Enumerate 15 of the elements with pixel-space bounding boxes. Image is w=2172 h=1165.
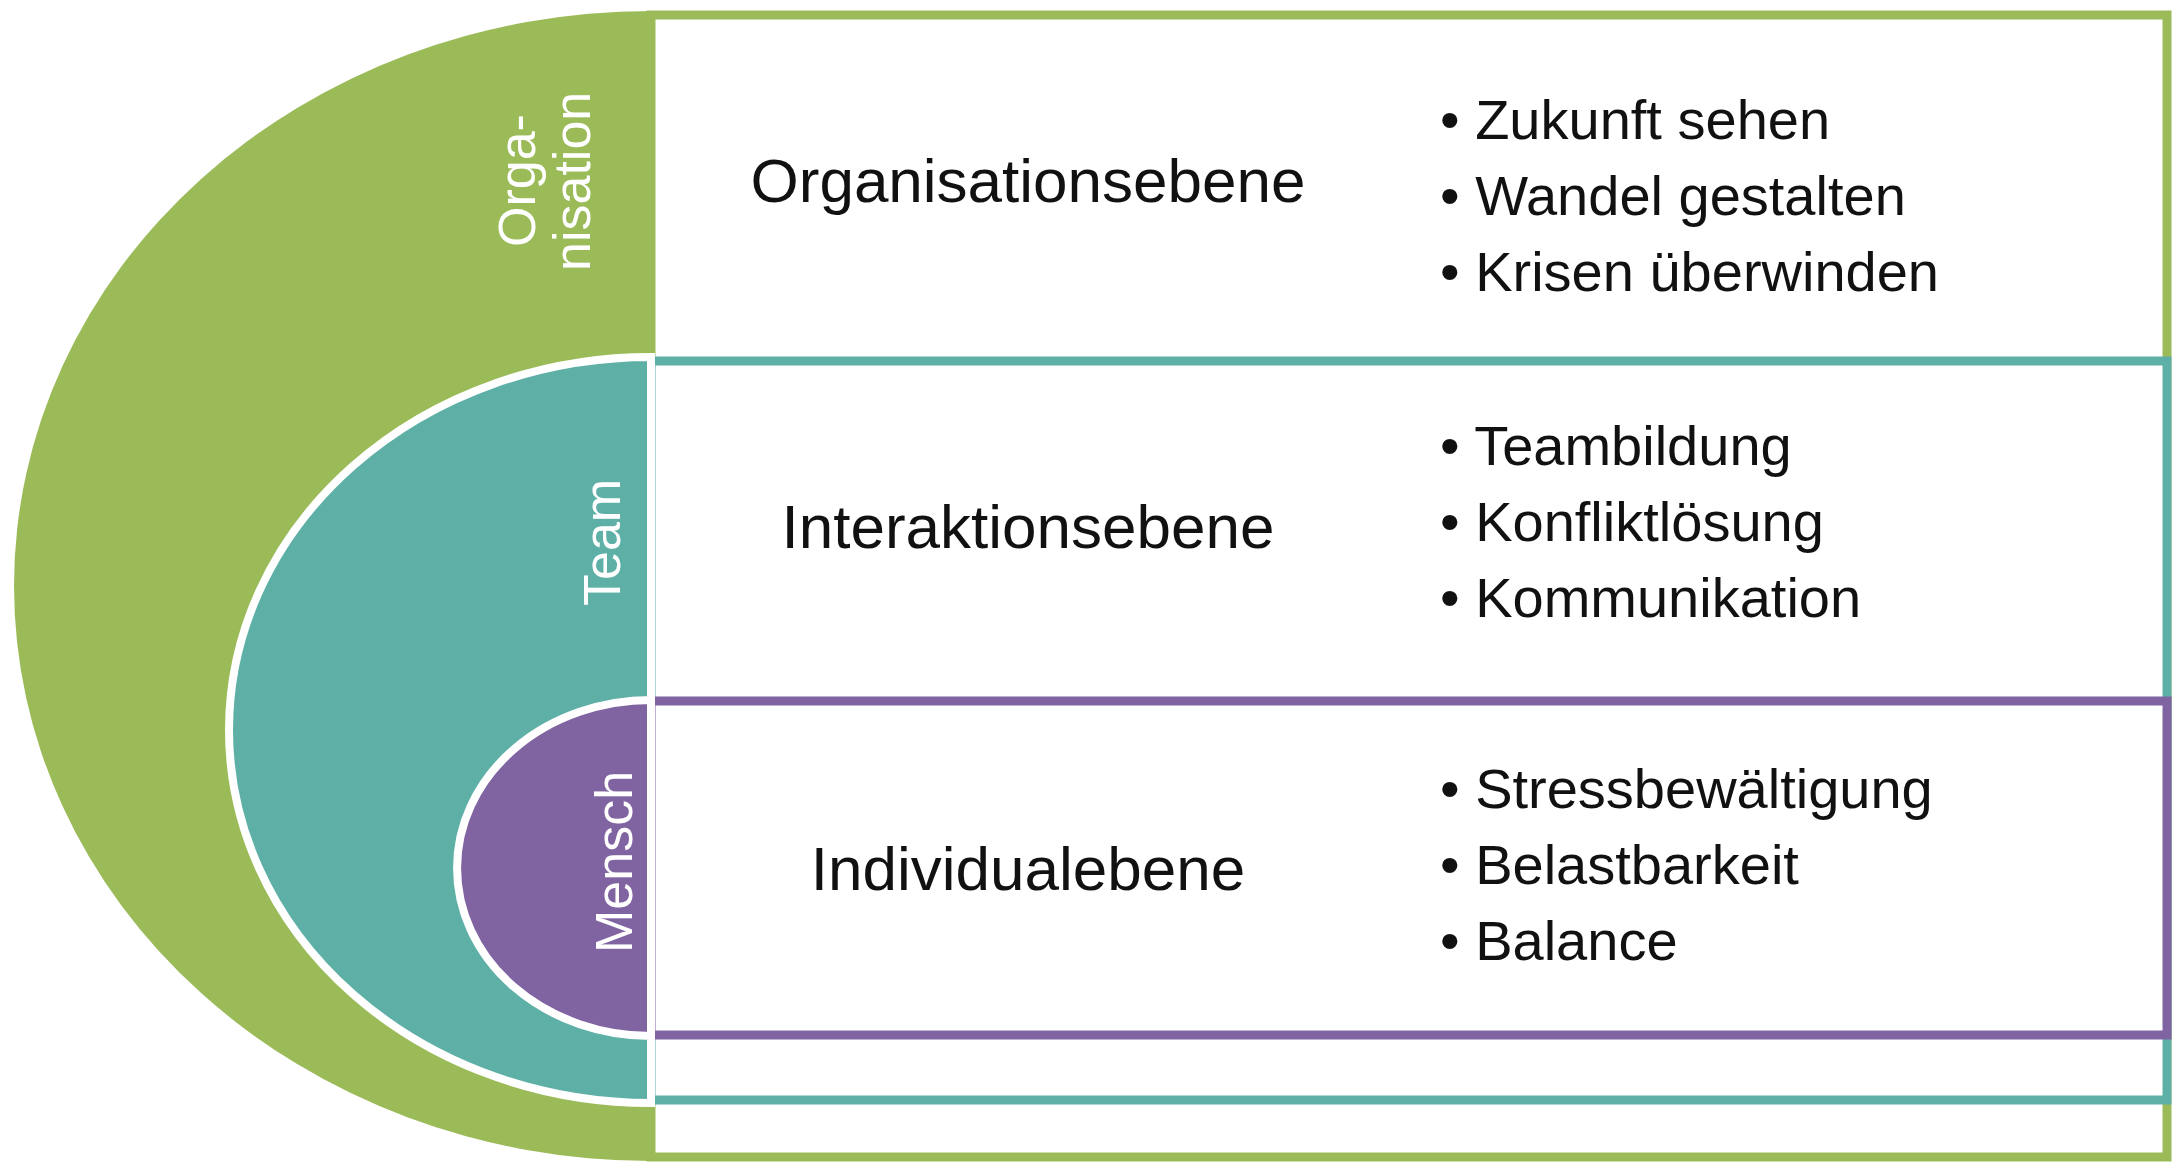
bullet-item: • Konfliktlösung — [1440, 489, 1825, 555]
level-heading: Organisationsebene — [750, 144, 1306, 216]
level-label: Mensch — [587, 769, 644, 956]
level-label: Orga- nisation — [490, 90, 602, 273]
bullet-item: • Krisen überwinden — [1440, 239, 1939, 305]
level-label: Team — [575, 477, 632, 608]
bullet-item: • Wandel gestalten — [1440, 163, 1907, 229]
bullet-item: • Balance — [1440, 908, 1679, 974]
bullet-item: • Teambildung — [1440, 413, 1793, 479]
bullet-item: • Kommunikation — [1440, 565, 1862, 631]
level-heading: Interaktionsebene — [781, 490, 1275, 562]
bullet-item: • Zukunft sehen — [1440, 87, 1832, 153]
level-heading: Individualebene — [810, 832, 1246, 904]
bullet-item: • Stressbewältigung — [1440, 756, 1933, 822]
bullet-item: • Belastbarkeit — [1440, 832, 1800, 898]
